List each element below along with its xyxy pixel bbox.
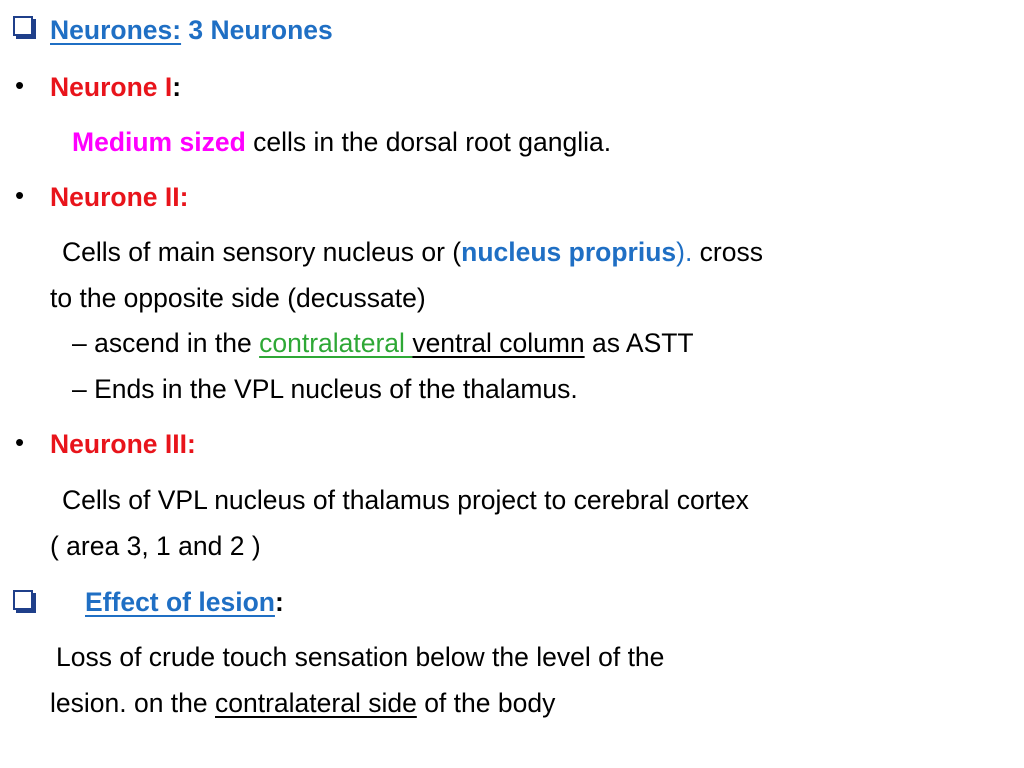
neurone-3-line-2: ( area 3, 1 and 2 ) [50, 531, 261, 561]
ventral-column-link: ventral column [412, 328, 585, 358]
nucleus-proprius-highlight: nucleus proprius [461, 237, 677, 267]
section-neurones-heading: Neurones: 3 Neurones [50, 13, 333, 47]
neurone-2-line-3: – ascend in the contralateral ventral co… [72, 328, 694, 358]
lesion-line-1: Loss of crude touch sensation below the … [56, 642, 665, 672]
neurone-2-line-2: to the opposite side (decussate) [50, 283, 426, 313]
contralateral-side-link: contralateral side [215, 688, 417, 718]
medium-sized-highlight: Medium sized [72, 127, 246, 157]
checkbox-bullet-icon [13, 590, 33, 610]
neurone-1-heading: Neurone I: [50, 72, 182, 102]
checkbox-bullet-icon [13, 16, 33, 36]
bullet-icon: • [15, 70, 25, 100]
neurone-1-text: Medium sized cells in the dorsal root ga… [72, 127, 612, 157]
neurone-3-heading: Neurone III: [50, 429, 196, 459]
bullet-icon: • [15, 427, 25, 457]
neurone-3-line-1: Cells of VPL nucleus of thalamus project… [62, 485, 749, 515]
neurone-2-line-4: – Ends in the VPL nucleus of the thalamu… [72, 374, 578, 404]
lesion-line-2: lesion. on the contralateral side of the… [50, 688, 556, 718]
effect-of-lesion-heading: Effect of lesion: [85, 587, 284, 617]
effect-of-lesion-label: Effect of lesion [85, 587, 275, 617]
neurones-label: Neurones: [50, 15, 182, 45]
neurone-2-heading: Neurone II: [50, 182, 189, 212]
neurones-count: 3 Neurones [181, 15, 333, 45]
bullet-icon: • [15, 180, 25, 210]
neurone-2-line-1: Cells of main sensory nucleus or (nucleu… [62, 237, 763, 267]
contralateral-link: contralateral [259, 328, 413, 358]
